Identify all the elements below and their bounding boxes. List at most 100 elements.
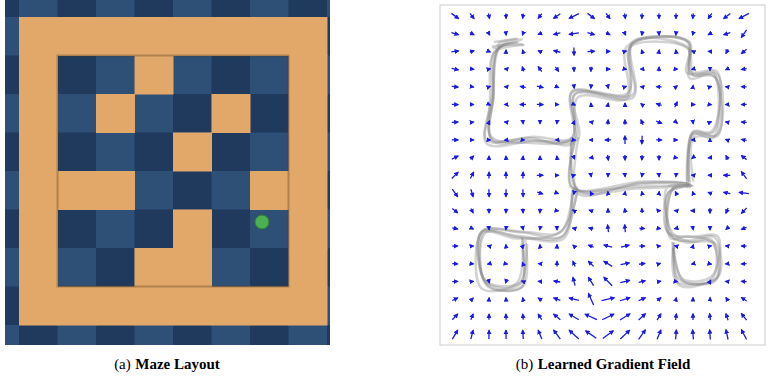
gradient-arrow (505, 227, 507, 230)
floor-tile (173, 0, 212, 18)
maze-wall (289, 17, 328, 56)
gradient-arrow (692, 298, 693, 301)
gradient-arrow (505, 50, 506, 53)
floor-tile (289, 133, 328, 172)
floor-tile (58, 210, 97, 249)
trajectory (569, 141, 721, 284)
gradient-arrow (639, 263, 645, 265)
gradient-arrow (692, 330, 694, 340)
floor-tile (173, 133, 212, 172)
gradient-arrow (488, 104, 491, 105)
gradient-arrow (452, 245, 457, 246)
gradient-arrow (539, 227, 541, 230)
floor-tile (135, 171, 174, 210)
gradient-arrow (451, 33, 458, 35)
gradient-arrow (505, 263, 508, 265)
gradient-arrow (620, 280, 629, 282)
gradient-arrow (470, 172, 473, 178)
gradient-arrow (606, 33, 610, 35)
gradient-arrow (488, 314, 489, 320)
floor-tile (135, 325, 174, 345)
trajectory (478, 187, 574, 286)
gradient-arrow (488, 245, 491, 247)
gradient-arrow (709, 86, 712, 87)
floor-tile (289, 94, 328, 133)
gradient-arrow (470, 139, 473, 140)
floor-tile (58, 17, 97, 56)
gradient-arrow (505, 32, 507, 35)
gradient-arrow (624, 192, 626, 195)
gradient-arrow (505, 209, 506, 213)
maze-wall (173, 17, 212, 56)
floor-tile (19, 94, 58, 133)
gradient-arrow (588, 261, 593, 266)
gradient-arrow (641, 50, 643, 53)
gradient-arrow (522, 67, 523, 72)
maze-wall (19, 210, 58, 249)
gradient-arrow (675, 210, 678, 212)
gradient-arrow (692, 314, 693, 320)
gradient-arrow (709, 263, 712, 265)
maze-wall (212, 17, 251, 56)
gradient-arrow (488, 189, 489, 197)
gradient-arrow (488, 139, 491, 141)
gradient-arrow (522, 121, 524, 124)
gradient-arrow (641, 68, 644, 70)
gradient-arrow (537, 192, 543, 194)
gradient-arrow (587, 13, 594, 18)
maze-wall (289, 287, 328, 326)
gradient-arrow (488, 32, 489, 35)
floor-tile (250, 248, 289, 287)
maze-wall (250, 17, 289, 56)
gradient-arrow (590, 121, 593, 123)
gradient-arrow (675, 32, 677, 35)
floor-tile (212, 0, 251, 18)
gradient-arrow (656, 121, 662, 123)
gradient-arrow (692, 245, 694, 248)
gradient-arrow (639, 281, 645, 283)
floor-tile (5, 287, 20, 326)
gradient-arrow (675, 50, 677, 53)
gradient-arrow (607, 103, 609, 106)
gradient-arrow (675, 139, 678, 140)
gradient-arrow (556, 261, 557, 266)
gradient-arrow (726, 139, 729, 140)
gradient-arrow (658, 245, 661, 247)
gradient-arrow (709, 68, 710, 71)
gradient-arrow (657, 330, 661, 339)
maze-wall (58, 171, 97, 210)
maze-wall (250, 287, 289, 326)
gradient-arrow (470, 13, 474, 18)
gradient-arrow (538, 33, 542, 34)
floor-tile (58, 325, 97, 345)
floor-tile (212, 94, 251, 133)
gradient-arrow (624, 68, 627, 70)
gradient-arrow (658, 174, 660, 177)
gradient-arrow (709, 280, 710, 283)
floor-tile (289, 287, 328, 326)
gradient-arrow (451, 51, 458, 52)
gradient-arrow (554, 51, 561, 53)
gradient-arrow (590, 157, 593, 159)
gradient-arrow (741, 330, 746, 340)
gradient-arrow (590, 139, 593, 140)
gradient-arrow (675, 86, 678, 88)
gradient-arrow (471, 245, 474, 247)
gradient-arrow (505, 172, 506, 178)
floor-tile (58, 171, 97, 210)
maze-wall (19, 56, 58, 95)
gradient-arrow (658, 263, 661, 265)
gradient-arrow (554, 33, 561, 34)
gradient-arrow (675, 102, 678, 107)
floor-tile (5, 325, 20, 345)
gradient-arrow (604, 245, 612, 247)
gradient-arrow (726, 314, 728, 321)
gradient-arrow (522, 14, 524, 19)
maze-wall (19, 171, 58, 210)
gradient-arrow (692, 139, 695, 140)
maze-wall (173, 248, 212, 287)
maze-wall (289, 210, 328, 249)
gradient-arrow (603, 331, 613, 339)
floor-tile (96, 287, 135, 326)
gradient-arrow (641, 104, 643, 106)
